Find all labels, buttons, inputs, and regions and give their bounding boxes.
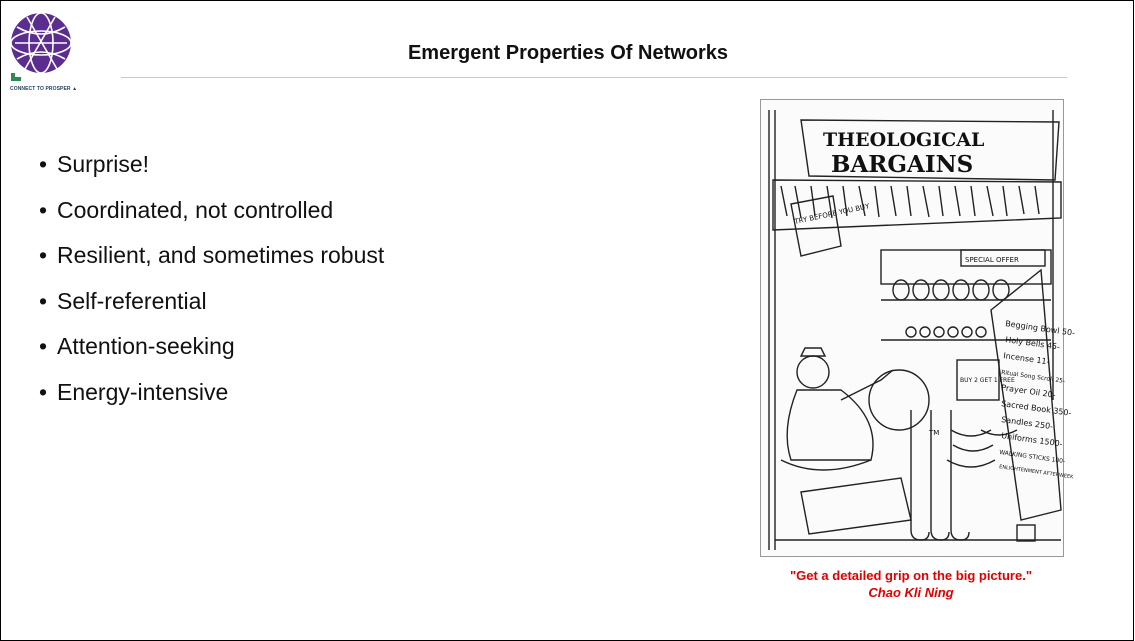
price-item: ENLIGHTENMENT AFTERWEEK (999, 464, 1075, 480)
logo: CONNECT TO PROSPER ▲ (7, 7, 107, 92)
banner-line1: THEOLOGICAL (823, 129, 984, 151)
bullet-item: •Self-referential (39, 287, 207, 314)
bullet-item: •Resilient, and sometimes robust (39, 242, 385, 269)
slide-title: Emergent Properties Of Networks (407, 42, 729, 64)
cartoon-illustration: THEOLOGICAL BARGAINS TRY BEFORE YOU BUY … (760, 99, 1076, 557)
bullet-list: •Surprise! •Coordinated, not controlled … (39, 149, 384, 423)
bullet-text: Surprise! (57, 151, 150, 177)
bullet-item: •Coordinated, not controlled (39, 196, 334, 223)
bullet-item: •Attention-seeking (39, 333, 235, 360)
bullet-text: Energy-intensive (57, 378, 229, 405)
caption-quote: "Get a detailed grip on the big picture.… (789, 568, 1033, 583)
bullet-text: Attention-seeking (57, 333, 235, 360)
banner-line2: BARGAINS (831, 151, 973, 178)
bullet-text: Self-referential (57, 287, 207, 314)
price-item: Begging Bowl 50- (1005, 319, 1076, 338)
theological-bargains-drawing: THEOLOGICAL BARGAINS TRY BEFORE YOU BUY … (768, 110, 1076, 550)
buy-offer-sign: BUY 2 GET 1 FREE (960, 377, 1015, 384)
tm-mark: TM (928, 429, 939, 437)
price-item: Prayer Oil 20- (1001, 383, 1057, 400)
logo-tagline: CONNECT TO PROSPER ▲ (10, 86, 78, 92)
bullet-text: Resilient, and sometimes robust (57, 242, 385, 269)
price-item: Sacred Book 350- (1001, 399, 1072, 418)
image-caption: "Get a detailed grip on the big picture.… (736, 567, 1086, 601)
special-offer-label: SPECIAL OFFER (965, 256, 1019, 264)
price-item: Holy Bells 45- (1005, 335, 1061, 352)
bullet-item: •Surprise! (39, 151, 150, 177)
bullet-text: Coordinated, not controlled (57, 196, 334, 223)
try-before-you-buy-sign: TRY BEFORE YOU BUY (793, 202, 871, 226)
bullet-item: •Energy-intensive (39, 378, 229, 405)
price-item: Incense 11- (1003, 351, 1050, 366)
caption-author: Chao Kli Ning (868, 585, 954, 600)
title-divider (121, 77, 1067, 78)
globe-network-icon (10, 12, 72, 81)
